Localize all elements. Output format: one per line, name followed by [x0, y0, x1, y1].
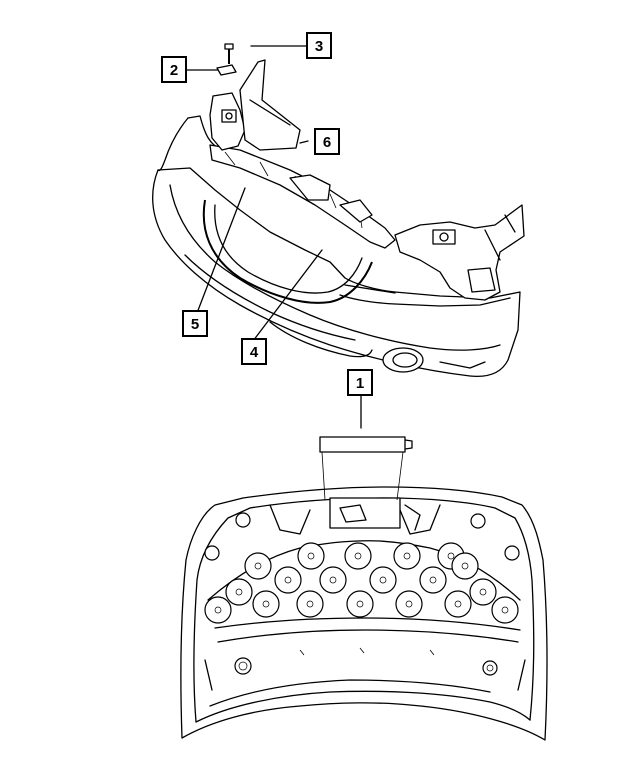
left-mounting-bracket — [209, 43, 301, 151]
svg-text:5: 5 — [191, 316, 199, 333]
insulator-pad-center — [214, 606, 222, 614]
right-mounting-bracket — [394, 204, 525, 301]
hood-insulator-strip — [319, 436, 413, 501]
grille-reinforcement — [209, 144, 396, 249]
callout-5: 5 — [182, 310, 208, 337]
svg-text:6: 6 — [323, 134, 331, 151]
svg-text:3: 3 — [315, 38, 323, 55]
insulator-pad-center — [479, 588, 487, 596]
insulator-pad-center — [454, 600, 462, 608]
insulator-pad-center — [429, 576, 437, 584]
insulator-pad-center — [405, 600, 413, 608]
insulator-pad-center — [262, 600, 270, 608]
insulator-pad-center — [461, 562, 469, 570]
front-fascia-assembly — [152, 115, 521, 378]
insulator-pad-center — [307, 552, 315, 560]
insulator-pad-center — [379, 576, 387, 584]
insulator-pad-center — [254, 562, 262, 570]
insulator-pad-center — [501, 606, 509, 614]
insulator-pad-center — [284, 576, 292, 584]
callout-4: 4 — [241, 338, 267, 365]
insulator-pad-center — [447, 552, 455, 560]
leader-lines — [184, 45, 362, 429]
insulator-pad-center — [356, 600, 364, 608]
callout-3: 3 — [306, 32, 332, 59]
svg-text:1: 1 — [356, 375, 364, 392]
callout-2: 2 — [161, 56, 187, 83]
insulator-pad-center — [354, 552, 362, 560]
insulator-pad-center — [235, 588, 243, 596]
hood-insulator-pads — [204, 542, 519, 624]
callout-1: 1 — [347, 369, 373, 396]
insulator-pad-center — [306, 600, 314, 608]
insulator-pad-center — [403, 552, 411, 560]
callout-6: 6 — [314, 128, 340, 155]
insulator-pad-center — [329, 576, 337, 584]
svg-text:2: 2 — [170, 62, 178, 79]
svg-text:4: 4 — [250, 344, 259, 361]
